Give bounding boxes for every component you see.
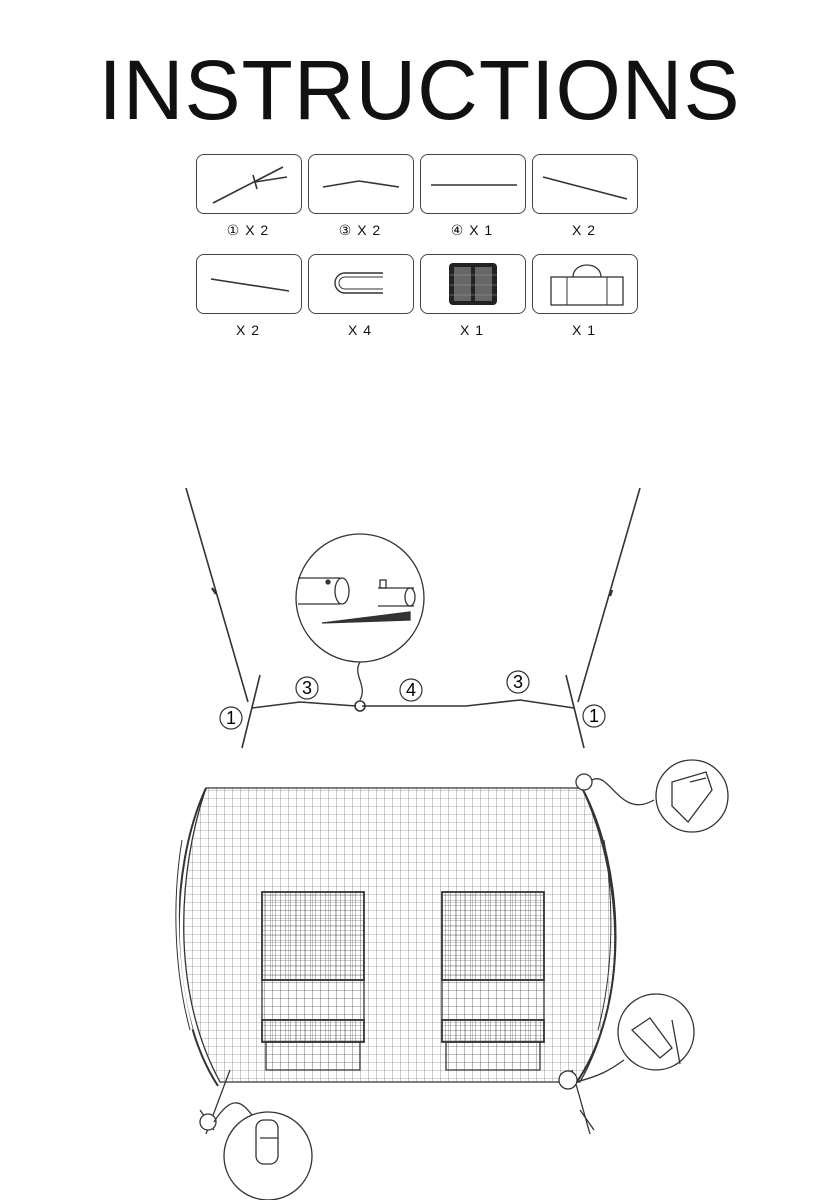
callout-3-left: 3 (302, 678, 312, 698)
bent-pole-icon (322, 180, 400, 188)
part-box-8 (532, 254, 638, 314)
page-title: INSTRUCTIONS (98, 43, 741, 137)
part-qty-3: ④ X 1 (450, 222, 494, 238)
u-stake-icon (334, 272, 383, 294)
part-qty-6: X 4 (347, 322, 372, 338)
part-qty-7: X 1 (459, 322, 484, 338)
part-qty-4: X 2 (571, 222, 596, 238)
part-box-2 (308, 154, 414, 214)
assembly-diagram: 1 3 4 3 1 (172, 487, 729, 1200)
frame-assembly (185, 487, 641, 749)
part-box-6 (308, 254, 414, 314)
callout-labels (219, 670, 606, 730)
part-box-3 (420, 154, 526, 214)
part-box-5 (196, 254, 302, 314)
part-qty-2: ③ X 2 (338, 222, 382, 238)
corner-detail-top-right (575, 759, 729, 833)
parts-list: ① X 2 ③ X 2 ④ X 1 X 2 X 2 X 4 (0, 150, 839, 350)
long-pole-icon (210, 278, 290, 292)
part-qty-1: ① X 2 (226, 222, 270, 238)
callout-1-left: 1 (226, 708, 236, 728)
net-icon (449, 263, 497, 305)
part-box-7 (420, 254, 526, 314)
carry-bag-icon (550, 264, 624, 306)
part-box-4 (532, 154, 638, 214)
corner-detail-bottom-left (199, 1102, 313, 1200)
part-box-1 (196, 154, 302, 214)
callout-1-right: 1 (589, 706, 599, 726)
callout-3-right: 3 (513, 672, 523, 692)
part-qty-8: X 1 (571, 322, 596, 338)
part-qty-5: X 2 (235, 322, 260, 338)
joint-detail (295, 533, 425, 701)
callout-4: 4 (406, 680, 416, 700)
pole-with-cross-fitting-icon (212, 166, 288, 204)
corner-detail-bottom-right (558, 993, 695, 1090)
straight-pole-icon (431, 184, 517, 186)
angled-pole-icon (542, 176, 628, 200)
net-assembly (172, 787, 617, 1135)
